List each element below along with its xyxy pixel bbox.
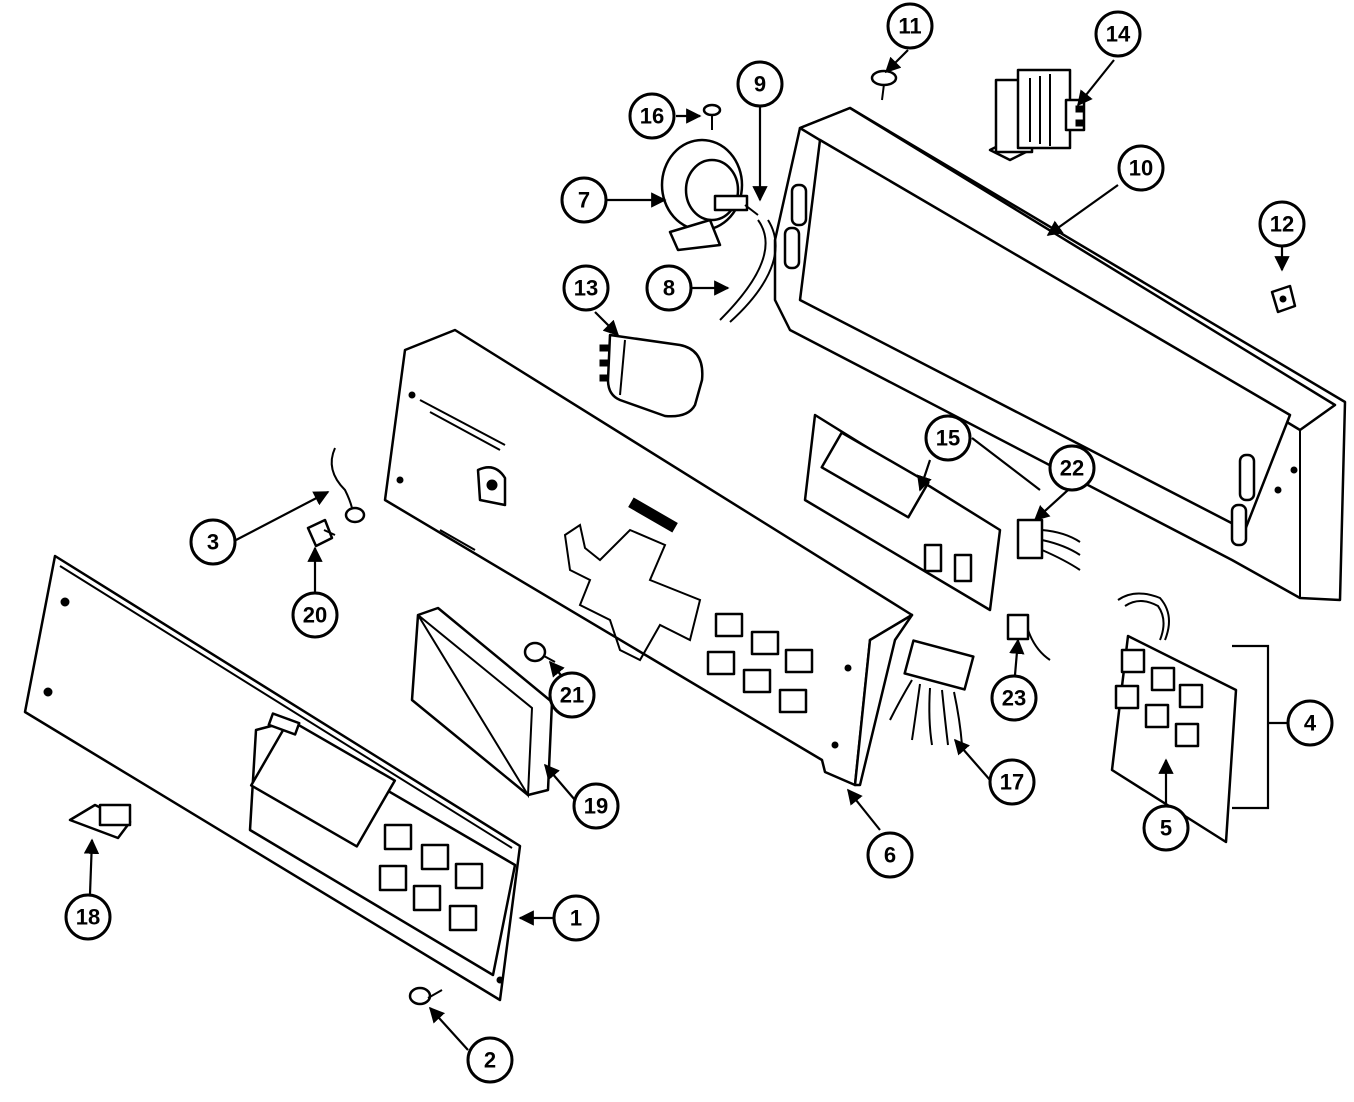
clip-18 [68,803,132,840]
callout-label: 16 [640,104,664,129]
leader-lines [83,49,1290,1051]
callout-10: 10 [1117,144,1165,192]
callout-23: 23 [990,674,1038,722]
pressure-switch [660,138,759,252]
console-rear-housing [773,106,1347,602]
relay [599,333,704,418]
connector-23 [1006,613,1051,661]
clip-12 [1270,284,1297,314]
callout-label: 14 [1106,22,1131,47]
callout-3: 3 [189,518,237,566]
callout-label: 22 [1060,456,1084,481]
callout-label: 1 [570,906,582,931]
callout-9: 9 [736,60,784,108]
callout-label: 2 [484,1048,496,1073]
callout-label: 17 [1000,770,1024,795]
keypad-board [1110,592,1238,844]
ground-wire [330,447,366,524]
callout-12: 12 [1258,200,1306,248]
callout-6: 6 [866,831,914,879]
wire-harness [889,639,975,746]
callout-label: 21 [560,683,584,708]
callout-8: 8 [645,264,693,312]
screw-11 [870,69,898,101]
callout-13: 13 [562,264,610,312]
callout-label: 15 [936,426,960,451]
callout-2: 2 [466,1036,514,1084]
callout-22: 22 [1048,444,1096,492]
callout-label: 8 [663,276,675,301]
screw-16 [702,103,722,130]
callout-19: 19 [572,782,620,830]
pin-21 [523,641,556,663]
callout-18: 18 [64,893,112,941]
callout-label: 19 [584,794,608,819]
bracket-4 [1232,644,1270,810]
callout-label: 20 [303,603,327,628]
callout-label: 11 [898,14,921,39]
callout-16: 16 [628,92,676,140]
callout-label: 3 [207,530,219,555]
hose [719,219,777,323]
callout-20: 20 [291,591,339,639]
control-panel-bracket [383,328,914,787]
callout-14: 14 [1094,10,1142,58]
display-lens [410,606,554,799]
screw-2 [408,986,443,1006]
callout-label: 10 [1129,156,1153,181]
callout-label: 4 [1304,711,1317,736]
callout-label: 9 [754,72,766,97]
callout-7: 7 [560,176,608,224]
callout-21: 21 [548,671,596,719]
callout-label: 5 [1160,816,1172,841]
callout-label: 6 [884,843,896,868]
callout-label: 7 [578,188,590,213]
callout-1: 1 [552,894,600,942]
callout-label: 12 [1270,212,1294,237]
connector-22 [1016,518,1081,571]
callout-label: 23 [1002,686,1026,711]
display-board [803,413,1002,612]
callout-4: 4 [1286,699,1334,747]
callout-5: 5 [1142,804,1190,852]
callout-11: 11 [886,2,934,50]
transformer [988,68,1086,162]
pin-20 [306,518,336,548]
callout-15: 15 [924,414,972,462]
callout-label: 18 [76,905,100,930]
callout-17: 17 [988,758,1036,806]
callout-label: 13 [574,276,598,301]
console-front-panel [23,554,522,1002]
